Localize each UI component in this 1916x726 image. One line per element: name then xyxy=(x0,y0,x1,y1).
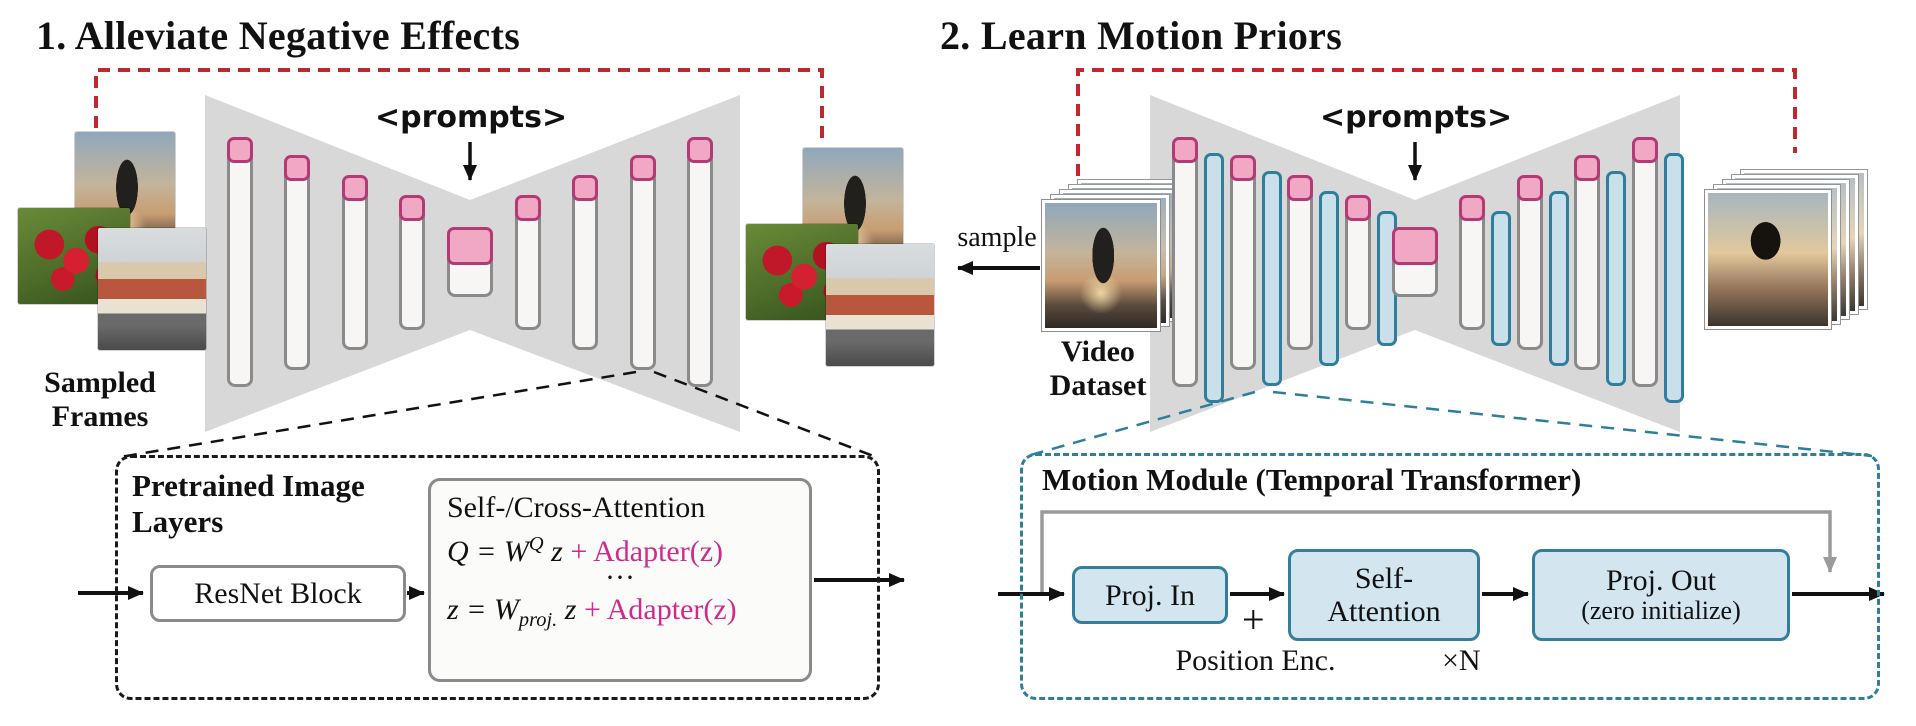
pink-cap xyxy=(687,137,713,163)
self-attention-block: Self-Attention xyxy=(1288,549,1480,641)
unet2-motion-bar xyxy=(1204,153,1224,403)
resnet-block: ResNet Block xyxy=(150,565,406,622)
unet2-image-bar xyxy=(1392,227,1438,297)
position-enc-label: Position Enc. xyxy=(1175,644,1336,677)
unet2-image-bar xyxy=(1459,194,1485,330)
pink-cap xyxy=(1172,137,1198,163)
attention-block: Self-/Cross-Attention Q = WQ z + Adapter… xyxy=(428,478,812,682)
attention-eq-dots: ··· xyxy=(605,561,635,594)
unet1-image-bar xyxy=(572,174,598,350)
proj-in-block: Proj. In xyxy=(1072,566,1228,624)
motion-module-title: Motion Module (Temporal Transformer) xyxy=(1042,462,1582,497)
video-frame-front xyxy=(1042,200,1160,331)
unet2-image-bar xyxy=(1230,154,1256,370)
proj-out-note: (zero initialize) xyxy=(1581,596,1741,626)
pink-cap xyxy=(1287,174,1313,201)
prompts-label-1: <prompts> xyxy=(375,100,568,135)
stage2-title: 2. Learn Motion Priors xyxy=(940,13,1343,58)
pink-cap xyxy=(1632,137,1658,163)
unet1-image-bar xyxy=(447,227,493,297)
zoom-line-left-1 xyxy=(119,370,637,459)
repeat-times-n-label: ×N xyxy=(1442,644,1481,677)
sample-label: sample xyxy=(957,222,1037,253)
prompts-label-2: <prompts> xyxy=(1320,100,1513,135)
pink-cap xyxy=(399,194,425,221)
pink-cap xyxy=(1459,194,1485,221)
unet1-image-bar xyxy=(227,137,253,387)
result-frame-front xyxy=(1705,190,1831,329)
pink-cap xyxy=(572,174,598,201)
unet2-motion-bar xyxy=(1664,153,1684,403)
input-photo-tram xyxy=(98,228,206,350)
unet2-motion-bar xyxy=(1549,190,1569,366)
pink-cap xyxy=(447,227,493,265)
unet1-image-bar xyxy=(687,137,713,387)
pink-cap xyxy=(1517,174,1543,201)
unet1-image-bar xyxy=(342,174,368,350)
unet1-image-bar xyxy=(284,154,310,370)
output-photo-tram xyxy=(826,244,934,366)
unet2-motion-bar xyxy=(1491,210,1511,346)
position-enc-plus: + xyxy=(1242,597,1265,642)
unet1-image-bar xyxy=(399,194,425,330)
pretrained-layers-label: Pretrained Image Layers xyxy=(132,468,365,539)
attention-title: Self-/Cross-Attention xyxy=(447,491,706,524)
pink-cap xyxy=(284,154,310,181)
unet2-image-bar xyxy=(1632,137,1658,387)
pink-cap xyxy=(1574,154,1600,181)
attention-eq-z: z = Wproj. z + Adapter(z) xyxy=(447,593,737,631)
pink-cap xyxy=(342,174,368,201)
proj-out-label: Proj. Out xyxy=(1605,564,1716,598)
sampled-frames-label: Sampled Frames xyxy=(44,366,156,433)
pink-cap xyxy=(1392,227,1438,265)
attention-eq-q: Q = WQ z + Adapter(z) xyxy=(447,533,724,568)
unet2-motion-bar xyxy=(1319,190,1339,366)
pink-cap xyxy=(630,154,656,181)
zoom-line-right-2 xyxy=(1272,390,1873,458)
unet2-image-bar xyxy=(1172,137,1198,387)
unet1-image-bar xyxy=(630,154,656,370)
video-dataset-label: Video Dataset xyxy=(1049,335,1147,402)
unet2-image-bar xyxy=(1574,154,1600,370)
pink-cap xyxy=(515,194,541,221)
unet2-motion-bar xyxy=(1262,170,1282,386)
pink-cap xyxy=(227,137,253,163)
unet2-image-bar xyxy=(1345,194,1371,330)
pink-cap xyxy=(1230,154,1256,181)
unet2-image-bar xyxy=(1517,174,1543,350)
pink-cap xyxy=(1345,194,1371,221)
unet2-image-bar xyxy=(1287,174,1313,350)
stage1-title: 1. Alleviate Negative Effects xyxy=(36,13,521,58)
unet2-motion-bar xyxy=(1606,170,1626,386)
proj-out-block: Proj. Out (zero initialize) xyxy=(1532,549,1790,641)
unet1-image-bar xyxy=(515,194,541,330)
zoom-line-left-2 xyxy=(653,370,877,459)
